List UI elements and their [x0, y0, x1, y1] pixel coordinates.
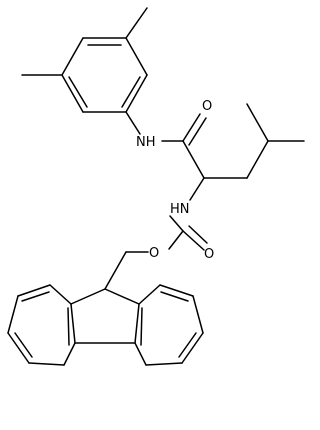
bond — [188, 225, 208, 244]
bond — [134, 342, 147, 366]
bond — [169, 215, 184, 232]
bond — [63, 342, 76, 366]
carbonyl-oxygen-label: O — [204, 247, 214, 262]
amide-oxygen-label: O — [202, 99, 212, 114]
bond — [160, 291, 189, 302]
bond — [121, 76, 141, 108]
bond — [28, 362, 65, 366]
chemical-structure-diagram: NH O HN O O — [7, 7, 305, 366]
bond — [182, 140, 205, 179]
bond — [49, 284, 72, 305]
bond — [145, 362, 183, 366]
bond — [7, 295, 19, 334]
bond — [125, 7, 148, 39]
bond — [70, 288, 106, 305]
bond — [178, 332, 197, 358]
bond — [17, 284, 51, 297]
bond — [192, 295, 204, 334]
bond — [67, 307, 70, 346]
bond — [182, 230, 205, 251]
bond — [125, 111, 141, 135]
bond — [182, 113, 201, 142]
bond — [104, 251, 127, 290]
bond — [104, 288, 140, 305]
bond — [7, 332, 30, 364]
bond — [188, 117, 207, 146]
bond — [68, 76, 88, 108]
bond — [138, 284, 161, 305]
carbamate-nh-label: HN — [170, 202, 190, 217]
bond — [159, 284, 194, 297]
bond — [70, 303, 76, 344]
bond — [14, 332, 33, 358]
bond — [246, 140, 269, 179]
bond — [181, 332, 204, 364]
ester-oxygen-label: O — [149, 246, 159, 261]
leucine-amide-group — [161, 103, 305, 201]
bond — [140, 307, 143, 346]
fluorenyl-group — [7, 284, 204, 366]
bond — [125, 37, 148, 76]
carbamate-group — [104, 215, 208, 290]
bond — [125, 74, 148, 113]
bond — [134, 303, 140, 344]
bond — [21, 291, 50, 302]
bond — [189, 177, 205, 201]
bond — [168, 230, 184, 250]
dimethylphenyl-group — [21, 7, 148, 135]
amide-nh-label: NH — [136, 135, 156, 150]
bond — [61, 74, 84, 113]
bond — [61, 37, 84, 76]
bond — [246, 103, 269, 142]
